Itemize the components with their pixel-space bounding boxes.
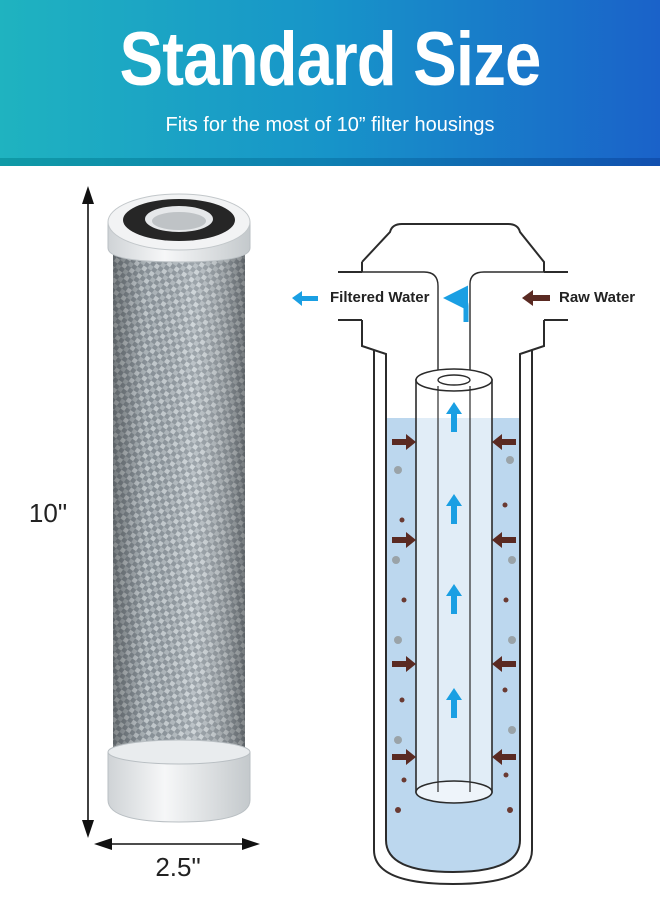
header-banner: [0, 0, 660, 158]
width-dimension-label: 2.5": [155, 852, 201, 882]
raw-water-arrow-icon: [522, 290, 550, 306]
filtered-water-arrow-icon: [292, 291, 318, 306]
upward-flow-arrows: [446, 402, 462, 718]
outlet-flow-arrow: [443, 285, 469, 322]
inflow-arrows: [392, 434, 516, 765]
width-dimension-line: [94, 838, 260, 850]
page-subtitle: Fits for the most of 10” filter housings: [165, 114, 495, 136]
height-dimension-label: 10": [28, 498, 68, 528]
sediment-particles: [392, 456, 516, 813]
page-title: Standard Size: [119, 17, 541, 102]
header-strip: [0, 158, 660, 166]
raw-water-label: Raw Water: [559, 289, 636, 306]
height-dimension-line: [82, 186, 94, 838]
housing-walls: [373, 350, 533, 886]
filter-cartridge: [107, 193, 251, 823]
filtered-water-label: Filtered Water: [330, 289, 430, 306]
